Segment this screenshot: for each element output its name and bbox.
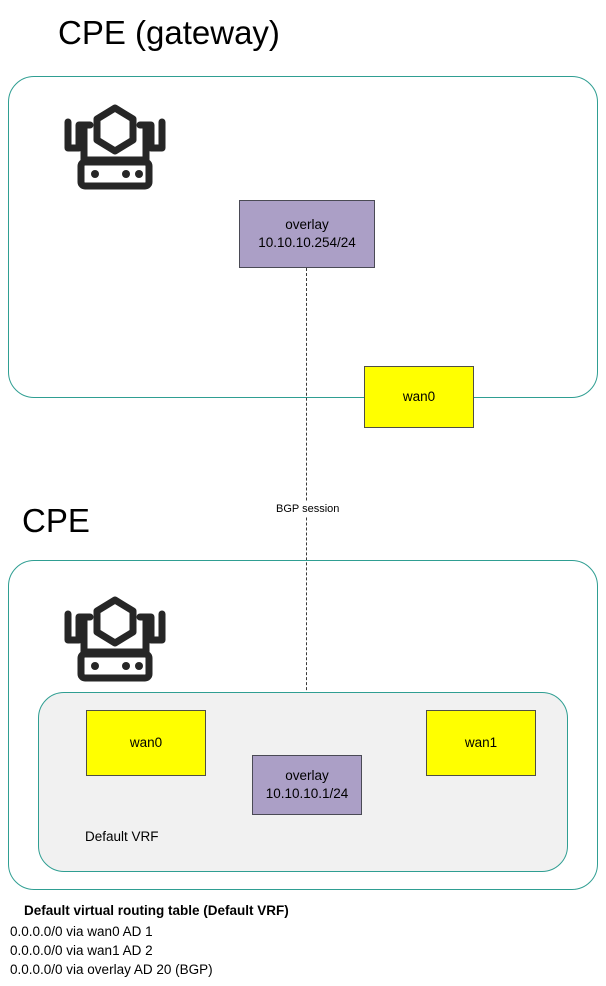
overlay-name: overlay <box>285 217 329 233</box>
interface-box-overlay-gateway[interactable]: overlay 10.10.10.254/24 <box>239 200 375 268</box>
bgp-session-label: BGP session <box>272 501 344 517</box>
interface-box-wan1-cpe[interactable]: wan1 <box>426 710 536 776</box>
routing-table-title: Default virtual routing table (Default V… <box>24 903 289 918</box>
overlay-name: overlay <box>285 768 329 784</box>
router-icon <box>54 592 176 688</box>
interface-box-wan0-gateway[interactable]: wan0 <box>364 366 474 428</box>
wan0-label: wan0 <box>129 735 163 751</box>
interface-box-overlay-cpe[interactable]: overlay 10.10.10.1/24 <box>252 755 362 815</box>
overlay-address: 10.10.10.254/24 <box>258 235 356 250</box>
wan1-label: wan1 <box>464 735 498 751</box>
interface-box-wan0-cpe[interactable]: wan0 <box>86 710 206 776</box>
route-entry: 0.0.0.0/0 via wan1 AD 2 <box>10 943 153 959</box>
device-container-cpe <box>8 560 598 890</box>
routing-table: Default virtual routing table (Default V… <box>10 903 430 979</box>
router-icon <box>54 100 176 196</box>
section-title-cpe: CPE <box>22 502 90 539</box>
route-entry: 0.0.0.0/0 via overlay AD 20 (BGP) <box>10 962 213 978</box>
overlay-address: 10.10.10.1/24 <box>265 786 349 801</box>
wan0-label: wan0 <box>402 389 436 405</box>
device-container-gateway <box>8 76 598 398</box>
section-title-gateway: CPE (gateway) <box>58 14 280 51</box>
route-entry: 0.0.0.0/0 via wan0 AD 1 <box>10 924 153 939</box>
vrf-label: Default VRF <box>85 829 159 844</box>
